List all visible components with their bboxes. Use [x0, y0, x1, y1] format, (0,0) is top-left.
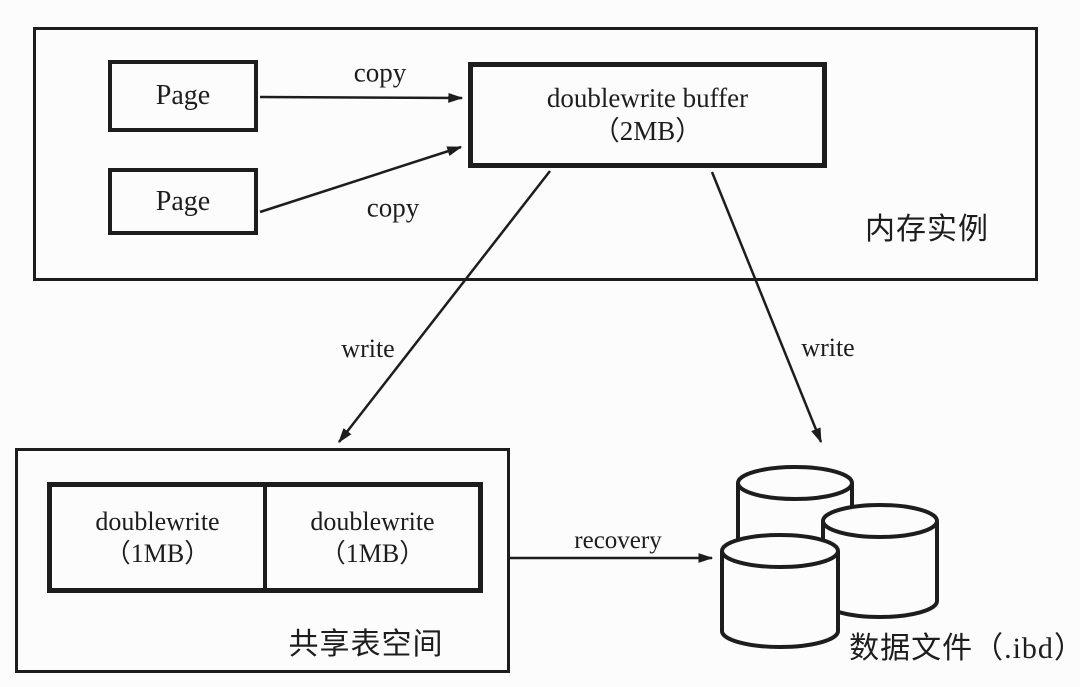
shared-tablespace-label: 共享表空间 — [288, 628, 444, 661]
database-cylinders — [720, 465, 939, 649]
copy-label-bottom: copy — [366, 192, 420, 223]
copy-arrow-bottom — [259, 145, 463, 214]
memory-instance-box — [33, 27, 1038, 281]
page-1-label: Page — [155, 80, 211, 111]
doublewrite-buffer-size: （2MB） — [592, 116, 703, 146]
copy-label-top: copy — [353, 57, 407, 88]
segment-1-size: （1MB） — [104, 538, 211, 568]
doublewrite-segment-2: doublewrite （1MB） — [263, 487, 478, 588]
doublewrite-segment-1: doublewrite （1MB） — [52, 487, 263, 588]
page-box-2: Page — [108, 168, 258, 235]
shared-tablespace-box — [15, 448, 510, 673]
write-arrow-right — [710, 171, 823, 444]
page-box-1: Page — [108, 60, 258, 132]
doublewrite-segments-box: doublewrite （1MB） doublewrite （1MB） — [47, 482, 483, 593]
copy-arrow-top — [259, 92, 464, 103]
page-2-label: Page — [155, 185, 211, 217]
write-label-left: write — [341, 334, 395, 363]
segment-1-title: doublewrite — [95, 506, 220, 536]
doublewrite-buffer-title: doublewrite buffer — [546, 83, 749, 113]
memory-instance-label: 内存实例 — [865, 213, 989, 246]
segment-2-size: （1MB） — [319, 538, 426, 568]
recovery-label: recovery — [574, 527, 662, 554]
write-label-right: write — [801, 333, 855, 362]
database-cylinder-front — [720, 533, 840, 649]
segment-2-title: doublewrite — [310, 506, 435, 536]
database-cylinder-right — [821, 503, 939, 619]
doublewrite-buffer-box: doublewrite buffer （2MB） — [468, 62, 827, 168]
write-arrow-left — [338, 170, 551, 443]
data-files-label: 数据文件（.ibd） — [849, 632, 1080, 665]
